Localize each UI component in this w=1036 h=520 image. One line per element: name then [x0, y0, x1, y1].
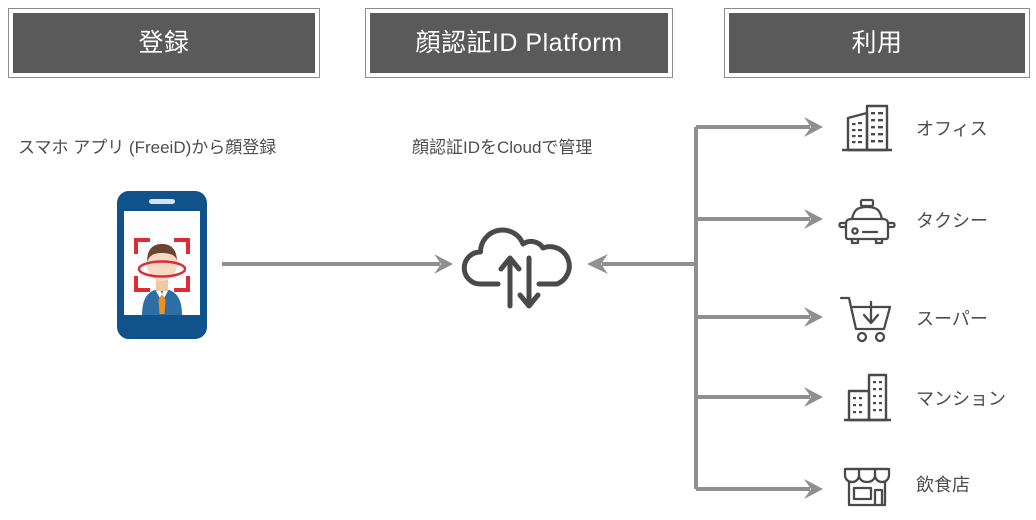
storefront-icon	[836, 457, 898, 513]
shopping-cart-icon	[836, 291, 898, 347]
arrow-phone-to-cloud	[222, 250, 454, 278]
office-building-icon	[836, 101, 898, 157]
header-box-register-inner: 登録	[13, 13, 315, 73]
header-box-platform-inner: 顔認証ID Platform	[370, 13, 668, 73]
header-label-usage: 利用	[851, 28, 903, 57]
arrow-trunk-to-cloud	[586, 250, 698, 278]
header-label-register: 登録	[138, 28, 190, 57]
cloud-sync-icon	[461, 222, 576, 312]
header-label-platform: 顔認証ID Platform	[415, 28, 623, 57]
usage-item-restaurant[interactable]: 飲食店	[836, 454, 1036, 516]
usage-item-office[interactable]: オフィス	[836, 98, 1036, 160]
smartphone-face-registration-icon	[116, 190, 208, 340]
branch-connector-tree	[688, 115, 828, 505]
caption-register: スマホ アプリ (FreeiD)から顔登録	[18, 138, 277, 157]
usage-item-apartment[interactable]: マンション	[836, 368, 1036, 430]
usage-label-taxi: タクシー	[916, 211, 988, 231]
header-box-usage-inner: 利用	[729, 13, 1025, 73]
usage-label-apartment: マンション	[916, 389, 1006, 409]
caption-platform: 顔認証IDをCloudで管理	[412, 138, 593, 157]
usage-item-supermarket[interactable]: スーパー	[836, 288, 1036, 350]
usage-label-office: オフィス	[916, 119, 988, 139]
header-box-platform: 顔認証ID Platform	[365, 8, 673, 78]
usage-label-restaurant: 飲食店	[916, 475, 970, 495]
apartment-building-icon	[836, 371, 898, 427]
header-box-register: 登録	[8, 8, 320, 78]
taxi-icon	[836, 193, 898, 249]
usage-label-supermarket: スーパー	[916, 309, 988, 329]
header-box-usage: 利用	[724, 8, 1030, 78]
usage-item-taxi[interactable]: タクシー	[836, 190, 1036, 252]
